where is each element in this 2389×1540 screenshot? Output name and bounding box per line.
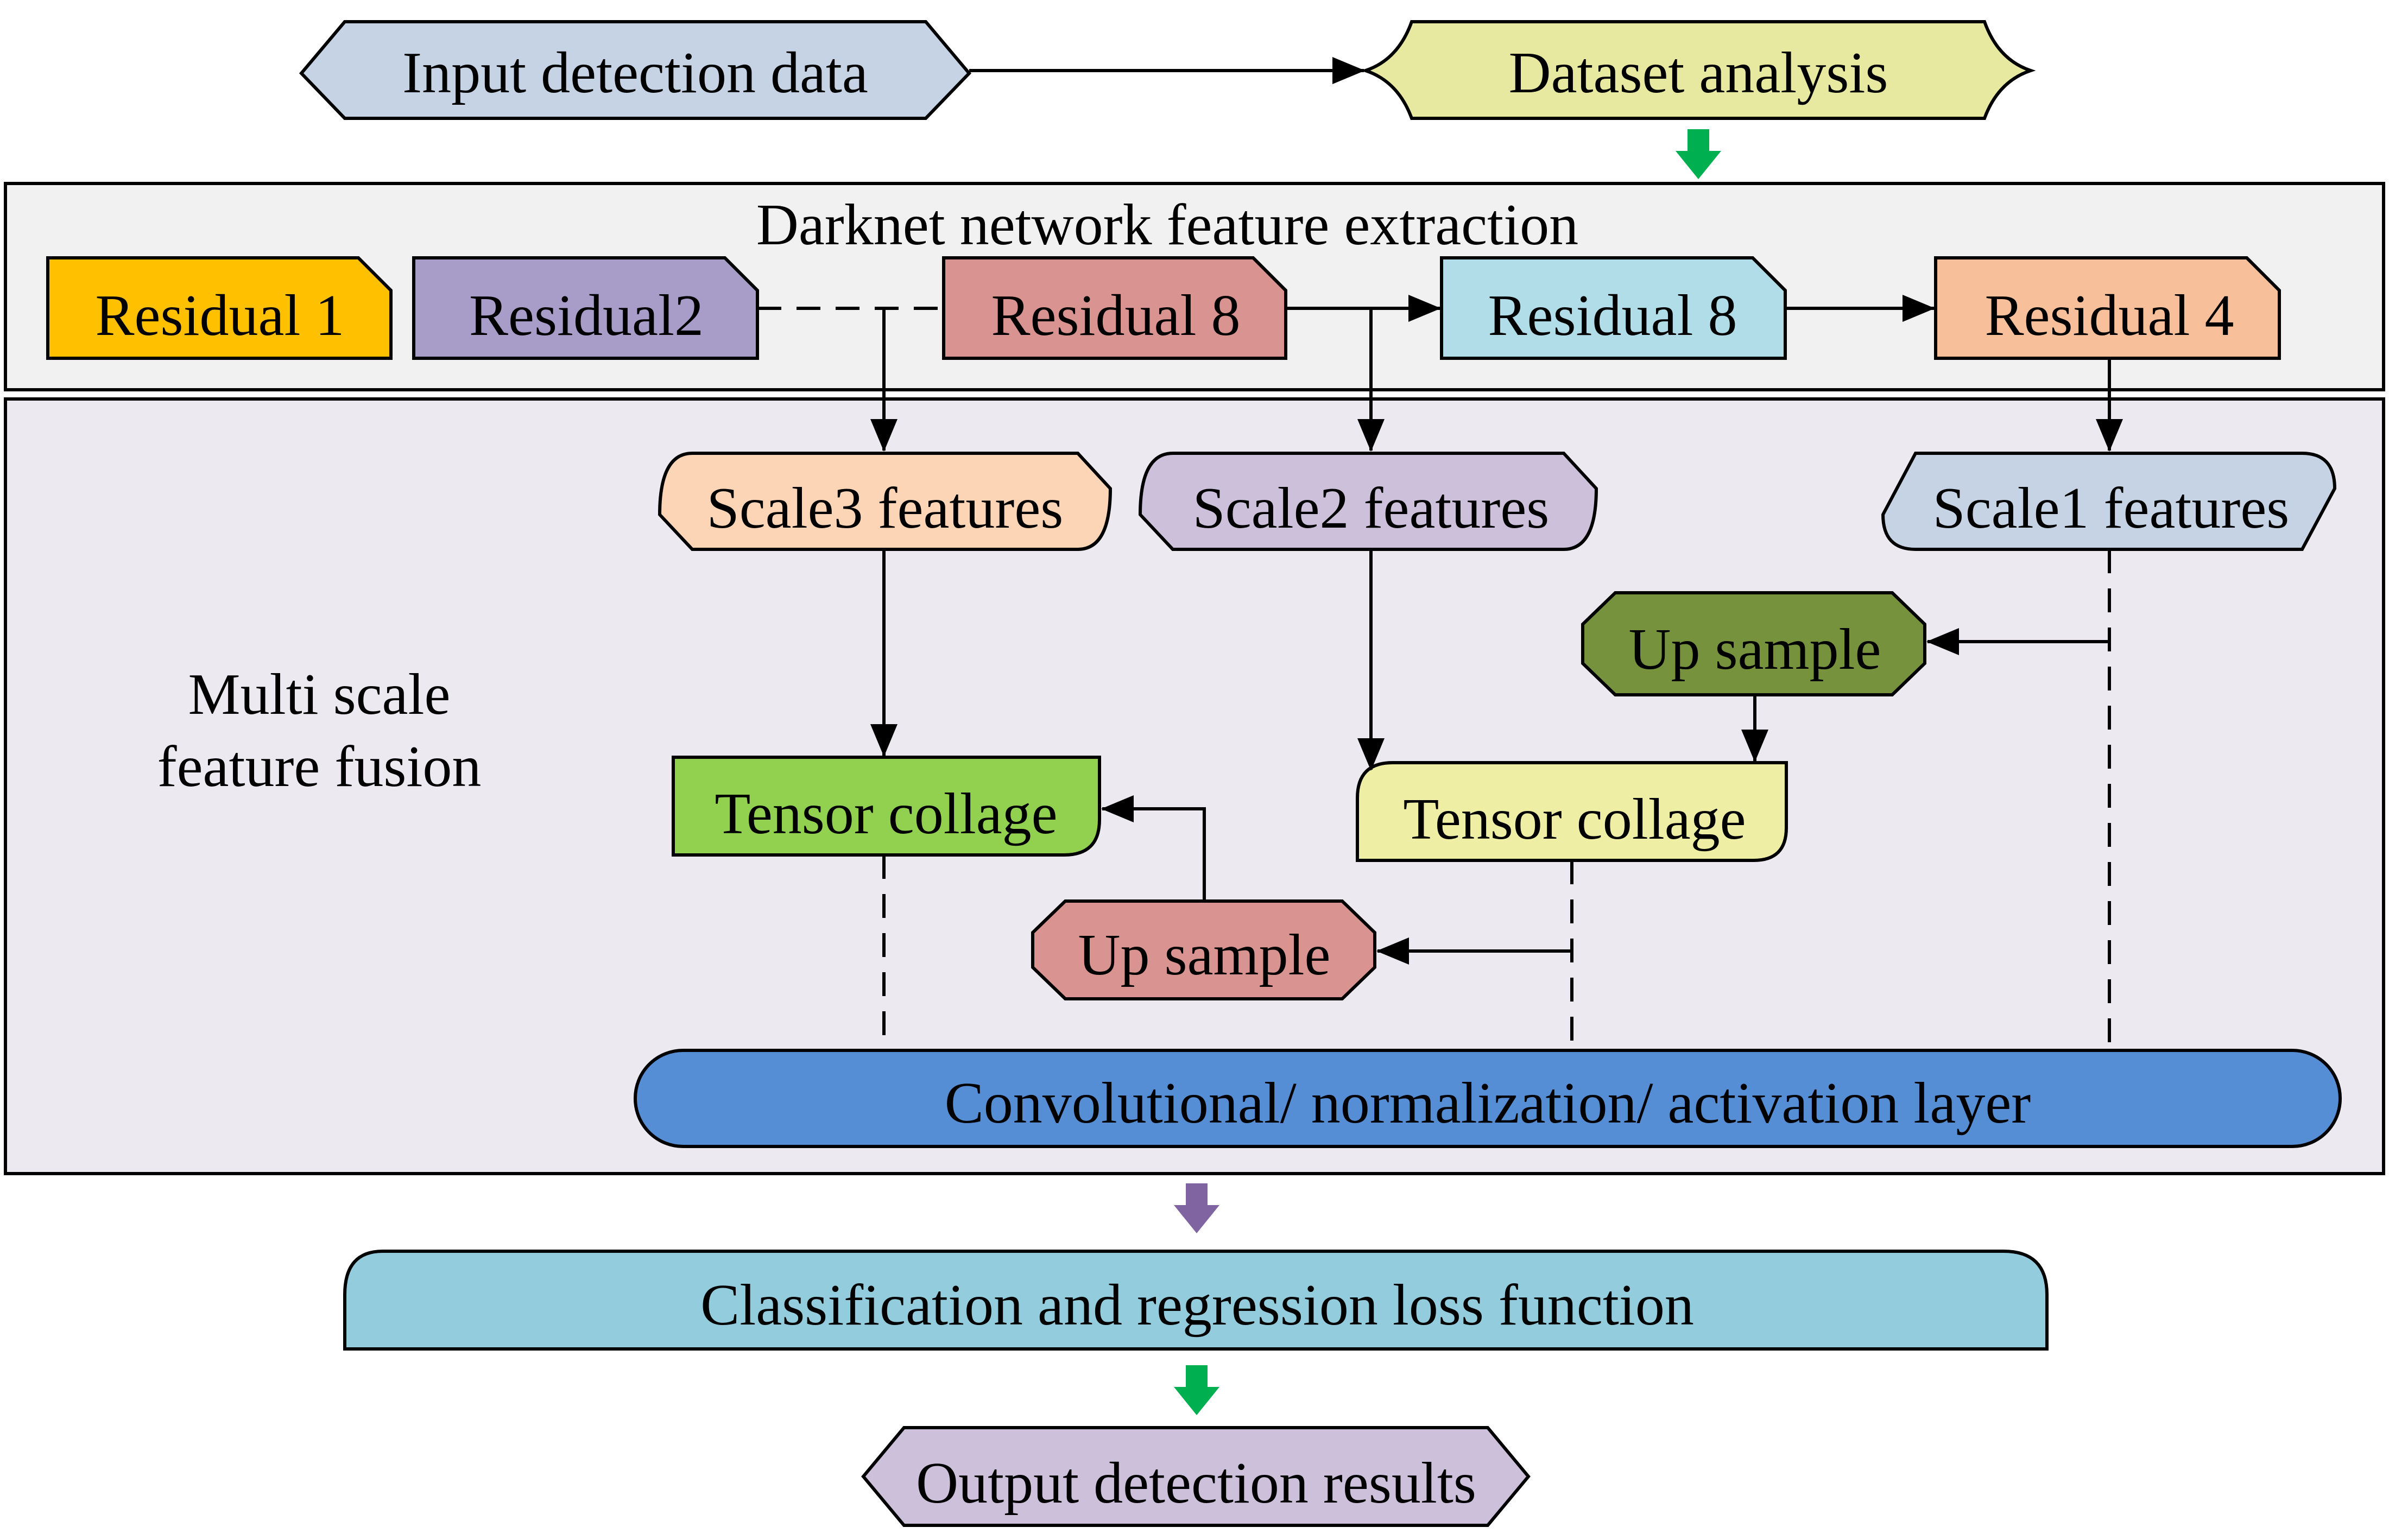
residual-8b — [1440, 256, 1787, 360]
scale1-label: Scale1 features — [1933, 476, 2290, 541]
conv-node — [634, 1049, 2342, 1148]
output-node — [861, 1426, 1531, 1527]
residual-2-label: Residual2 — [469, 283, 704, 348]
tensor-yellow-label: Tensor collage — [1403, 787, 1746, 852]
upsample-green-label: Up sample — [1629, 617, 1881, 682]
residual-8b-label: Residual 8 — [1488, 283, 1737, 348]
upsample-red-node — [1031, 899, 1376, 1000]
residual-1 — [46, 256, 393, 360]
conv-label: Convolutional/ normalization/ activation… — [945, 1071, 2031, 1136]
residual-8a-label: Residual 8 — [991, 283, 1241, 348]
input-node — [299, 20, 972, 120]
scale1-node — [1881, 452, 2337, 551]
upsample-red-label: Up sample — [1078, 923, 1331, 987]
output-label: Output detection results — [916, 1451, 1476, 1516]
arrow-upsample-red-tensor — [1101, 795, 1206, 901]
tensor-green-label: Tensor collage — [715, 782, 1057, 846]
scale2-node — [1138, 452, 1598, 551]
residual-4-label: Residual 4 — [1985, 283, 2234, 348]
tensor-green-node — [672, 756, 1101, 857]
scale3-label: Scale3 features — [707, 476, 1064, 541]
green-arrow-icon — [1676, 129, 1721, 179]
fusion-label-line1: Multi scale — [188, 662, 451, 727]
residual-1-label: Residual 1 — [96, 283, 345, 348]
purple-arrow-icon — [1174, 1183, 1219, 1233]
input-label: Input detection data — [402, 41, 868, 105]
loss-label: Classification and regression loss funct… — [700, 1273, 1694, 1338]
fusion-label-line2: feature fusion — [157, 734, 482, 799]
green-arrow-2-icon — [1174, 1365, 1219, 1415]
scale2-label: Scale2 features — [1193, 476, 1550, 541]
dataset-node — [1360, 20, 2036, 120]
dataset-label: Dataset analysis — [1509, 41, 1888, 105]
upsample-green-node — [1581, 591, 1926, 696]
residual-4 — [1934, 256, 2281, 360]
residual-8a — [942, 256, 1287, 360]
scale3-node — [658, 452, 1113, 551]
loss-node — [343, 1250, 2049, 1351]
residual-2 — [412, 256, 759, 360]
darknet-title: Darknet network feature extraction — [756, 193, 1578, 257]
